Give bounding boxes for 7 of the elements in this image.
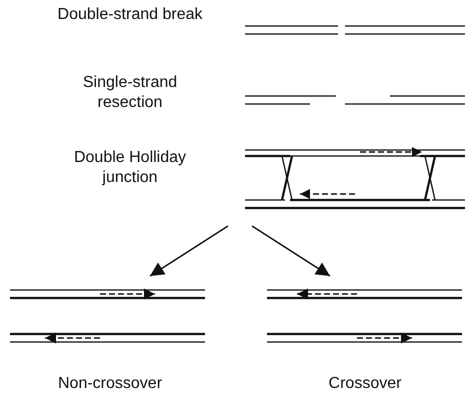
outcome-label: Non-crossover [56,374,164,394]
outcome-label: Crossover [328,374,402,394]
row-label: Double Holliday junction [72,148,188,188]
row-label: Single-strand resection [82,73,178,113]
arrow [252,225,330,277]
arrow [150,225,228,277]
row-label: Double-strand break [56,5,204,25]
